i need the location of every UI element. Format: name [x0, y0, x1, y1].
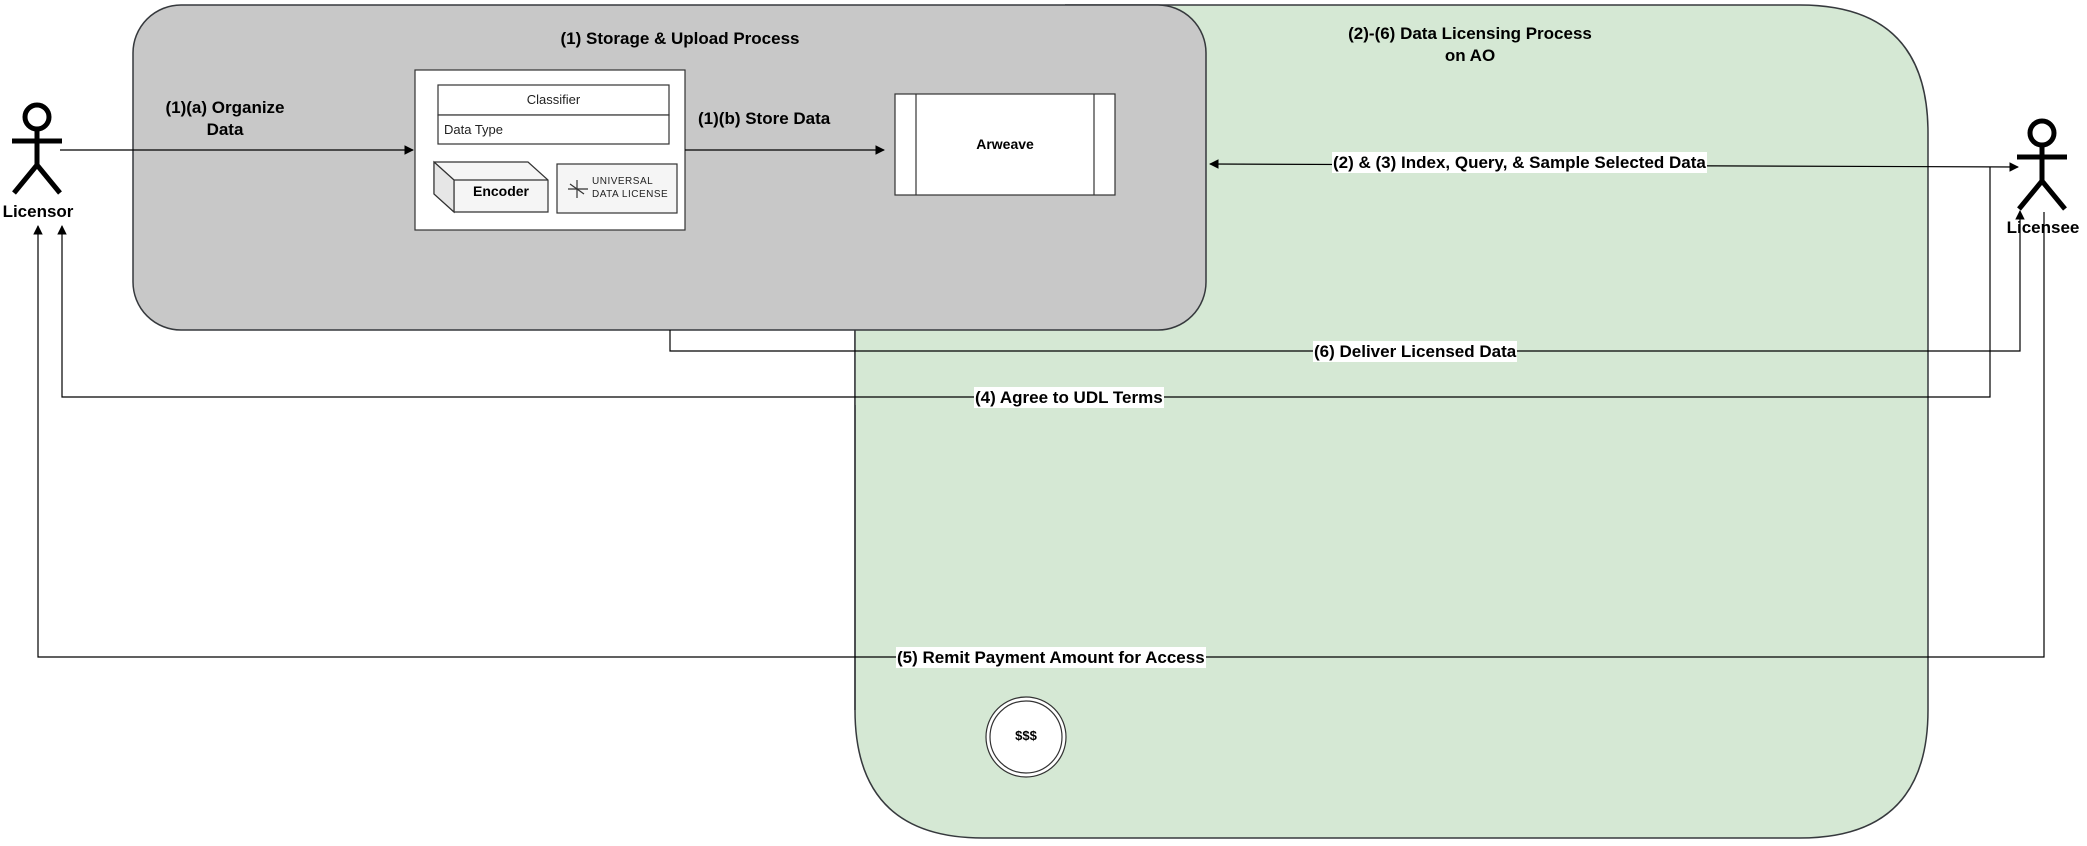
udl-logo-text-line2: DATA LICENSE	[592, 189, 669, 200]
edge-store-label: (1)(b) Store Data	[698, 109, 831, 128]
udl-logo-icon	[568, 180, 588, 198]
data-type-box	[437, 114, 670, 145]
classifier-box	[437, 84, 670, 116]
classifier-label: Classifier	[526, 92, 581, 107]
encoder-box	[433, 160, 549, 214]
udl-logo-text-line1: UNIVERSAL	[592, 176, 654, 187]
encoder-label: Encoder	[472, 183, 529, 199]
licensing-region-title-line1: (2)-(6) Data Licensing Process	[1348, 24, 1592, 43]
payment-token-label: $$$	[1015, 728, 1037, 743]
licensee-label: Licensee	[2006, 218, 2080, 237]
licensor-actor	[12, 102, 62, 195]
edge-organize-label-line2: Data	[206, 120, 244, 139]
edge-organize-label-line1: (1)(a) Organize	[165, 98, 285, 117]
data-type-label: Data Type	[444, 122, 504, 137]
payment-token	[985, 696, 1067, 778]
arweave-label: Arweave	[976, 136, 1034, 152]
edge-remit-label: (5) Remit Payment Amount for Access	[896, 647, 1206, 669]
licensee-actor	[2017, 118, 2067, 211]
edge-deliver-label: (6) Deliver Licensed Data	[1313, 341, 1518, 363]
licensor-label: Licensor	[2, 202, 74, 221]
edge-agree-label: (4) Agree to UDL Terms	[974, 387, 1164, 409]
arweave-box	[894, 93, 1116, 196]
storage-region-title: (1) Storage & Upload Process	[560, 29, 800, 48]
licensing-region-title-line2: on AO	[1444, 46, 1496, 65]
edge-index-query-label: (2) & (3) Index, Query, & Sample Selecte…	[1332, 152, 1707, 174]
